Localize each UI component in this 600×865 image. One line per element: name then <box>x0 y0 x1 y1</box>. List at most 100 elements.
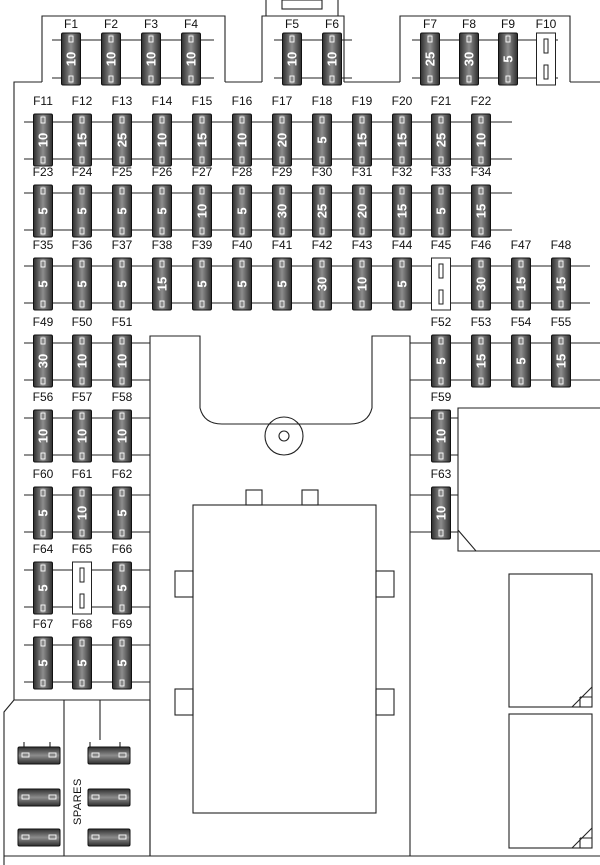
fuse-rating: 5 <box>434 357 449 364</box>
fuse-body <box>181 32 201 86</box>
fuse-label: F43 <box>352 238 373 252</box>
fuse-rating: 5 <box>36 509 51 516</box>
fuse-rating: 5 <box>315 136 330 143</box>
fuse-label: F32 <box>392 165 413 179</box>
fuse-rating: 10 <box>75 354 90 368</box>
fuse-label: F7 <box>423 17 437 31</box>
spare-fuse <box>17 828 61 847</box>
fuse-test-point <box>518 300 524 308</box>
fuse-rating: 5 <box>36 207 51 214</box>
fuse-test-point <box>478 156 484 164</box>
fuse-test-point <box>119 300 125 308</box>
fuse-test-point <box>279 227 285 235</box>
fuse-test-point <box>108 35 114 43</box>
fuse-label: F52 <box>431 315 452 329</box>
fuse-label: F64 <box>33 542 54 556</box>
fuse-rating: 25 <box>315 204 330 218</box>
fuse-label: F9 <box>501 17 515 31</box>
fuse-test-point <box>159 300 165 308</box>
fuse-test-point <box>279 187 285 195</box>
fuse-label: F15 <box>192 94 213 108</box>
spare-fuse-body <box>87 746 131 765</box>
fuse-body <box>33 257 53 311</box>
fuse-body <box>312 257 332 311</box>
fuse-test-point <box>79 116 85 124</box>
fuse-label: F39 <box>192 238 213 252</box>
fuse-body <box>431 113 451 167</box>
fuse-test-point <box>40 412 46 420</box>
fuse-test-point <box>319 116 325 124</box>
fuse-rating: 15 <box>514 277 529 291</box>
fuse-test-point <box>505 35 511 43</box>
fuse-body <box>232 257 252 311</box>
fuse-label: F45 <box>431 238 452 252</box>
fuse-rating: 5 <box>115 207 130 214</box>
fuse-rating: 10 <box>36 429 51 443</box>
fuse-label: F17 <box>272 94 293 108</box>
fuse-test-point <box>239 116 245 124</box>
fuse-rating: 10 <box>434 506 449 520</box>
fuse-rating: 5 <box>235 207 250 214</box>
fuse-label: F6 <box>325 17 339 31</box>
fuse-body <box>551 257 571 311</box>
fuse-label: F44 <box>392 238 413 252</box>
fuse-label: F61 <box>72 467 93 481</box>
fuse-rating: 10 <box>235 133 250 147</box>
fuse-f10: F10 <box>536 17 557 86</box>
fuse-test-point <box>518 337 524 345</box>
fuse-test-point <box>48 834 57 840</box>
fuse-test-point <box>319 300 325 308</box>
fuse-test-point <box>40 116 46 124</box>
fuse-label: F26 <box>152 165 173 179</box>
fuse-test-point <box>79 529 85 537</box>
fuse-rating: 5 <box>395 280 410 287</box>
fuse-rating: 5 <box>501 55 516 62</box>
fuse-test-point <box>359 187 365 195</box>
fuse-rating: 5 <box>75 207 90 214</box>
fuse-test-point <box>119 187 125 195</box>
fuse-body <box>232 113 252 167</box>
fuse-test-point <box>79 187 85 195</box>
fuse-label: F62 <box>112 467 133 481</box>
fuse-test-point <box>199 156 205 164</box>
spares-label: SPARES <box>72 778 84 825</box>
fuse-test-point <box>79 227 85 235</box>
fuse-rating: 15 <box>395 204 410 218</box>
fuse-test-point <box>399 227 405 235</box>
fuse-test-point <box>478 227 484 235</box>
fuse-rating: 5 <box>195 280 210 287</box>
fuse-rating: 30 <box>462 52 477 66</box>
fuse-rating: 15 <box>554 354 569 368</box>
fuse-test-point <box>319 187 325 195</box>
fuse-test-point <box>119 639 125 647</box>
fuse-test-point <box>119 260 125 268</box>
fuse-body <box>471 113 491 167</box>
fuse-test-point <box>438 227 444 235</box>
fuse-label: F29 <box>272 165 293 179</box>
fuse-test-point <box>68 35 74 43</box>
fuse-test-point <box>118 794 127 800</box>
fuse-body <box>192 257 212 311</box>
fuse-rating: 5 <box>235 280 250 287</box>
fuse-label: F59 <box>431 390 452 404</box>
fuse-test-point <box>40 604 46 612</box>
